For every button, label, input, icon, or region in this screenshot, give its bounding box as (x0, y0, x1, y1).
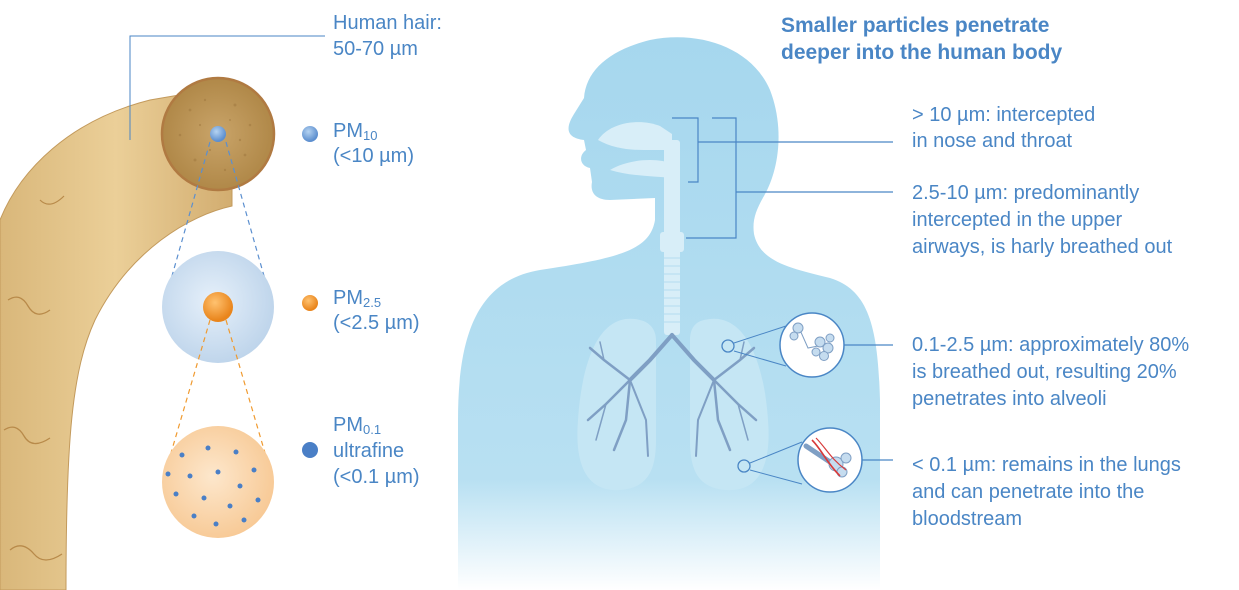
item-01to25-line2: is breathed out, resulting 20% (912, 359, 1177, 385)
pm10-name: PM (333, 120, 363, 142)
pm01-range: (<0.1 µm) (333, 464, 420, 490)
pm25-particle (203, 292, 233, 322)
body-title-line2: deeper into the human body (781, 40, 1062, 66)
pm10-label: PM10 (333, 118, 377, 144)
hair-size: 50-70 µm (333, 36, 418, 62)
pm10-legend-dot (302, 126, 318, 142)
pm01-zoom-disc (162, 426, 274, 538)
item-25to10-line1: 2.5-10 µm: predominantly (912, 180, 1139, 206)
alveoli-zoom (780, 313, 844, 377)
pm25-range: (<2.5 µm) (333, 310, 420, 336)
pm01-subscript: 0.1 (363, 422, 381, 437)
hair-label: Human hair: (333, 10, 442, 36)
pm25-label: PM2.5 (333, 285, 381, 311)
item-lt01-line3: bloodstream (912, 506, 1022, 532)
pm25-legend-dot (302, 295, 318, 311)
larynx (660, 232, 684, 252)
pm01-label: PM0.1 (333, 412, 381, 438)
pm01-name: PM (333, 414, 363, 436)
item-25to10-line2: intercepted in the upper (912, 207, 1122, 233)
pm10-subscript: 10 (363, 128, 377, 143)
pm10-dot-in-hair (210, 126, 226, 142)
item-lt01-line1: < 0.1 µm: remains in the lungs (912, 452, 1181, 478)
item-01to25-line1: 0.1-2.5 µm: approximately 80% (912, 332, 1189, 358)
item-lt01-line2: and can penetrate into the (912, 479, 1144, 505)
pm25-name: PM (333, 287, 363, 309)
item-gt10-line1: > 10 µm: intercepted (912, 102, 1095, 128)
pm25-subscript: 2.5 (363, 295, 381, 310)
item-gt10-line2: in nose and throat (912, 128, 1072, 154)
item-01to25-line3: penetrates into alveoli (912, 386, 1107, 412)
body-title-line1: Smaller particles penetrate (781, 13, 1049, 39)
pm10-range: (<10 µm) (333, 143, 414, 169)
pm01-extra: ultrafine (333, 438, 404, 464)
item-25to10-line3: airways, is harly breathed out (912, 234, 1172, 260)
pm01-legend-dot (302, 442, 318, 458)
